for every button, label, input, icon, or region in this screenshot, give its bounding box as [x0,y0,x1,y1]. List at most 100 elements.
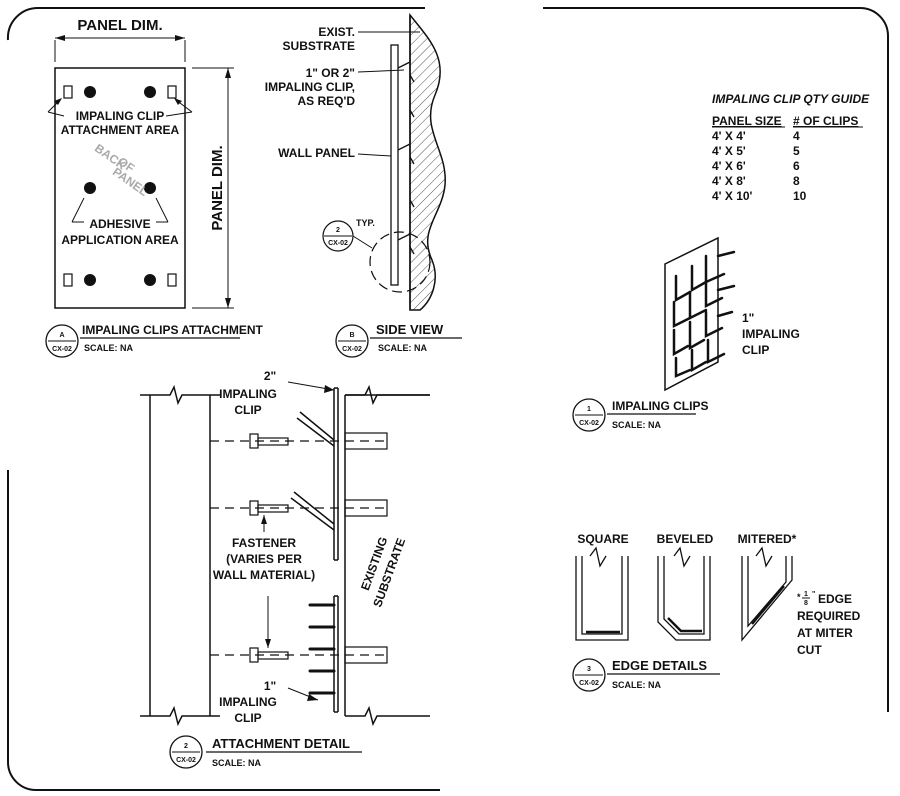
clip-label-line1: 1" OR 2" [306,66,355,80]
edge-note-line4: CUT [797,643,822,657]
svg-text:CX-02: CX-02 [579,680,599,687]
svg-text:4' X 5': 4' X 5' [712,144,746,158]
edge-note-line2: REQUIRED [797,609,861,623]
guide-row: 4' X 4' 4 [712,129,800,143]
impaling-clip-qty-guide: IMPALING CLIP QTY GUIDE PANEL SIZE # OF … [712,92,870,203]
svg-text:4' X 4': 4' X 4' [712,129,746,143]
detail-a-title-block: A CX-02 IMPALING CLIPS ATTACHMENT SCALE:… [45,323,264,358]
guide-row: 4' X 8' 8 [712,174,800,188]
detail-b-side-view: EXIST. SUBSTRATE 1" OR 2" IMPALING CLIP,… [265,12,462,358]
svg-text:4' X 8': 4' X 8' [712,174,746,188]
detail-b-title: SIDE VIEW [376,322,444,337]
svg-text:2: 2 [336,227,340,234]
svg-text:3: 3 [587,666,591,673]
wall-panel-label: WALL PANEL [278,146,355,160]
svg-text:4' X 10': 4' X 10' [712,189,753,203]
svg-text:1: 1 [587,406,591,413]
fastener-label-line1: FASTENER [232,536,296,550]
detail-1-label-line3: CLIP [742,343,769,357]
clip1-label-line3: CLIP [234,711,261,725]
detail-a-scale: SCALE: NA [84,343,133,353]
edge-beveled-profile [657,546,711,641]
fastener-label-line2: (VARIES PER [226,552,302,566]
svg-text:2: 2 [184,743,188,750]
svg-text:A: A [59,332,64,339]
svg-text:8: 8 [793,174,800,188]
clip2-label-line3: CLIP [234,403,261,417]
detail-3-title-block: 3 CX-02 EDGE DETAILS SCALE: NA [572,658,720,692]
guide-col-num-clips: # OF CLIPS [793,114,858,128]
existing-substrate-wavy [409,12,446,311]
detail-3-edge-details: SQUARE BEVELED MITERED* * 1 8 " [572,532,861,692]
clip2-label-line2: IMPALING [219,387,277,401]
panel-dim-side-label: PANEL DIM. [209,145,226,230]
detail-1-label-line2: IMPALING [742,327,800,341]
svg-text:CX-02: CX-02 [52,346,72,353]
edge-square-label: SQUARE [577,532,628,546]
detail-3-title: EDGE DETAILS [612,658,707,673]
edge-mitered-profile [741,546,793,642]
edge-note-fraction: * 1 8 " [797,591,815,607]
svg-text:CX-02: CX-02 [579,420,599,427]
detail-2-title-block: 2 CX-02 ATTACHMENT DETAIL SCALE: NA [169,735,362,769]
detail-1-title-block: 1 CX-02 IMPALING CLIPS SCALE: NA [572,398,708,432]
fastener-upper [210,432,388,450]
guide-row: 4' X 6' 6 [712,159,800,173]
svg-text:*: * [797,592,801,602]
detail-a-impaling-clips-attachment: PANEL DIM. PANEL DIM. IMPALING CLIP ATTA… [45,17,264,358]
svg-text:10: 10 [793,189,807,203]
detail-1-impaling-clips: 1" IMPALING CLIP 1 CX-02 IMPALING CLIPS … [572,236,800,432]
clip1-label-line1: 1" [264,679,276,693]
substrate-label-line1: EXIST. [318,25,355,39]
edge-note-line3: AT MITER [797,626,853,640]
edge-note-line1: EDGE [818,592,852,606]
guide-row: 4' X 5' 5 [712,144,800,158]
panel-dim-top-label: PANEL DIM. [77,17,162,34]
clip-label-line2: IMPALING CLIP, [265,80,355,94]
wall-panel-section [390,44,399,286]
svg-text:TYP.: TYP. [356,218,375,228]
fastener-middle [210,499,388,517]
panel-back-outline [54,67,186,309]
clip-area-label-line2: ATTACHMENT AREA [61,123,180,137]
detail-1-scale: SCALE: NA [612,420,661,430]
svg-text:": " [812,591,815,598]
svg-text:CX-02: CX-02 [342,346,362,353]
svg-text:CX-02: CX-02 [176,757,196,764]
guide-col-panel-size: PANEL SIZE [712,114,782,128]
svg-text:4: 4 [793,129,800,143]
detail-b-title-block: B CX-02 SIDE VIEW SCALE: NA [335,322,462,358]
clip2-label-line1: 2" [264,369,276,383]
detail-b-reference-bubble: 2 CX-02 TYP. [322,218,375,252]
detail-2-attachment-detail: 2" IMPALING CLIP FASTENER (VARIES PER WA… [140,369,430,769]
svg-text:1: 1 [804,591,808,598]
clip-area-label-line1: IMPALING CLIP [76,109,164,123]
svg-text:CX-02: CX-02 [328,240,348,247]
clip-plate [664,236,719,392]
detail-2-scale: SCALE: NA [212,758,261,768]
edge-square-profile [575,546,629,641]
svg-text:5: 5 [793,144,800,158]
edge-mitered-label: MITERED* [738,532,797,546]
adhesive-label-line1: ADHESIVE [89,217,150,231]
clip-label-line3: AS REQ'D [297,94,355,108]
detail-a-title: IMPALING CLIPS ATTACHMENT [82,323,264,337]
edge-beveled-label: BEVELED [657,532,714,546]
detail-2-title: ATTACHMENT DETAIL [212,736,350,751]
svg-text:6: 6 [793,159,800,173]
svg-text:B: B [349,332,354,339]
detail-b-scale: SCALE: NA [378,343,427,353]
clip1-label-line2: IMPALING [219,695,277,709]
sheet-border [6,6,889,791]
guide-row: 4' X 10' 10 [712,189,807,203]
svg-text:8: 8 [804,600,808,607]
fastener-label-line3: WALL MATERIAL) [213,568,315,582]
detail-1-title: IMPALING CLIPS [612,399,708,413]
guide-title: IMPALING CLIP QTY GUIDE [712,92,870,106]
substrate-label-line2: SUBSTRATE [283,39,355,53]
adhesive-label-line2: APPLICATION AREA [61,233,179,247]
detail-1-label-line1: 1" [742,311,754,325]
svg-text:4' X 6': 4' X 6' [712,159,746,173]
fastener-lower [210,646,388,664]
